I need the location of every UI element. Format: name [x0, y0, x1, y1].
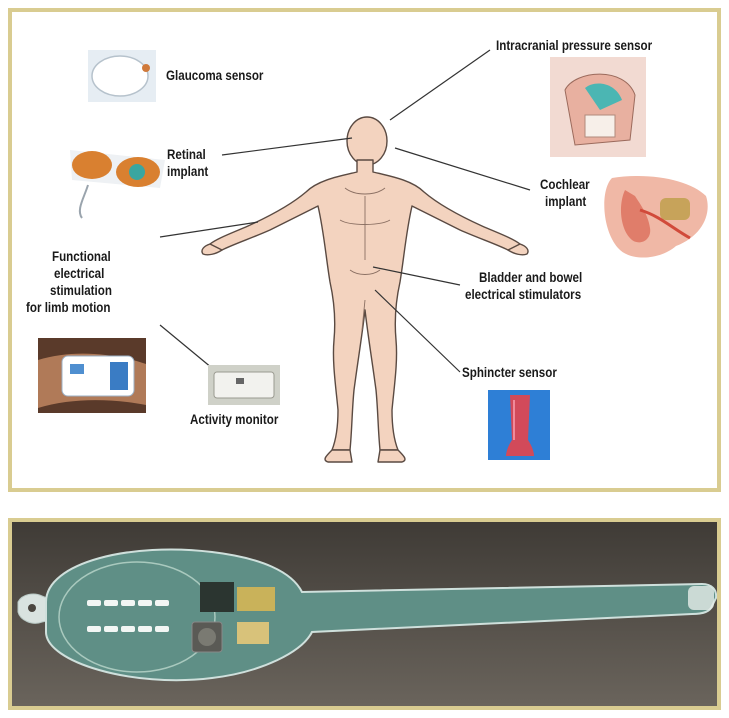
- label-retinal-line2: implant: [167, 163, 208, 180]
- intracranial-sensor-image: [550, 57, 646, 157]
- cochlear-implant-image: [604, 176, 707, 258]
- figure-left-foot: [325, 450, 352, 462]
- sphincter-sensor-image: [488, 390, 550, 460]
- label-sphincter-sensor: Sphincter sensor: [462, 364, 557, 381]
- implant-device-photo: [12, 522, 717, 706]
- activity-monitor-image: [208, 365, 280, 405]
- label-glaucoma-sensor: Glaucoma sensor: [166, 67, 263, 84]
- label-fes-line1: Functional: [52, 248, 111, 265]
- retinal-implant-image: [70, 150, 165, 218]
- label-bladder-line2: electrical stimulators: [465, 286, 581, 303]
- fes-device-image: [38, 338, 146, 413]
- label-fes-line4: for limb motion: [26, 299, 110, 316]
- label-bladder-line1: Bladder and bowel: [479, 269, 582, 286]
- label-activity-monitor: Activity monitor: [190, 411, 278, 428]
- label-retinal-line1: Retinal: [167, 146, 206, 163]
- label-cochlear-line2: implant: [545, 193, 586, 210]
- device-component-gold: [237, 587, 275, 611]
- figure-head: [347, 117, 387, 165]
- label-fes-line2: electrical: [54, 265, 104, 282]
- device-chip-1: [200, 582, 234, 612]
- label-intracranial-pressure-sensor: Intracranial pressure sensor: [496, 37, 652, 54]
- glaucoma-sensor-image: [88, 50, 156, 102]
- label-cochlear-line1: Cochlear: [540, 176, 590, 193]
- figure-right-foot: [378, 450, 405, 462]
- label-fes-line3: stimulation: [50, 282, 112, 299]
- implant-device-photo-panel: [8, 518, 721, 710]
